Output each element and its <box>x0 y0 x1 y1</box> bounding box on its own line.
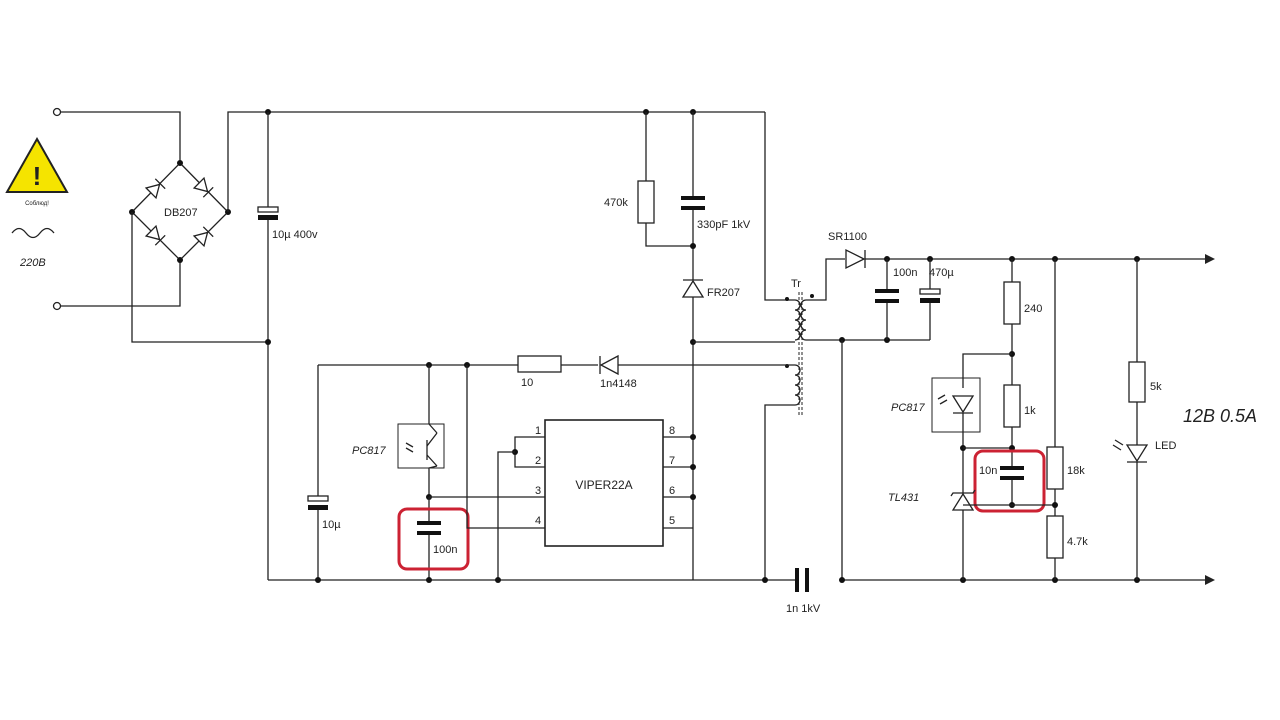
fb-cap-label: 100n <box>433 544 457 556</box>
output-cap2-label: 470µ <box>929 267 954 279</box>
y-cap-label: 1n 1kV <box>786 603 821 615</box>
svg-text:!: ! <box>33 161 42 191</box>
highlight-10n-cap <box>973 449 1046 513</box>
transformer <box>785 292 814 415</box>
ac-terminal-top <box>52 107 62 117</box>
aux-diode-label: 1n4148 <box>600 378 637 390</box>
ic-label: VIPER22A <box>575 478 632 492</box>
led-label: LED <box>1155 440 1176 452</box>
transformer-label: Tr <box>791 278 801 290</box>
r240-label: 240 <box>1024 303 1042 315</box>
output-cap1-label: 100n <box>893 267 917 279</box>
r4k7-label: 4.7k <box>1067 536 1088 548</box>
pin-2: 2 <box>535 455 541 467</box>
bridge-rectifier <box>129 160 231 263</box>
pin-8: 8 <box>669 425 675 437</box>
opto-primary-box <box>397 423 445 469</box>
ac-terminal-bottom <box>52 301 62 311</box>
pin-3: 3 <box>535 485 541 497</box>
bridge-label: DB207 <box>164 207 198 219</box>
ac-sine-icon <box>11 227 55 239</box>
pin-5: 5 <box>669 515 675 527</box>
warning-triangle-icon: ! <box>5 136 69 193</box>
output-diode-label: SR1100 <box>828 231 867 243</box>
pin-1: 1 <box>535 425 541 437</box>
warning-text: Cоблюд! <box>25 201 49 207</box>
opto-primary-label: PC817 <box>352 445 387 457</box>
bulk-cap-label: 10µ 400v <box>272 229 318 241</box>
highlight-fb-cap <box>397 507 470 571</box>
cap-10n-label: 10n <box>979 465 997 477</box>
pin-6: 6 <box>669 485 675 497</box>
opto-secondary-label: PC817 <box>891 402 926 414</box>
pin-4: 4 <box>535 515 541 527</box>
pin-7: 7 <box>669 455 675 467</box>
input-voltage-label: 220В <box>19 257 46 269</box>
aux-res-label: 10 <box>521 377 533 389</box>
tl431-label: TL431 <box>888 492 919 504</box>
snubber-cap-label: 330pF 1kV <box>697 219 751 231</box>
r5k-label: 5k <box>1150 381 1162 393</box>
r18k-label: 18k <box>1067 465 1085 477</box>
viper22a-ic <box>544 419 664 547</box>
output-spec-label: 12В 0.5А <box>1183 406 1257 426</box>
vdd-cap-label: 10µ <box>322 519 341 531</box>
opto-secondary-box <box>931 377 981 433</box>
snubber-res-label: 470k <box>604 197 628 209</box>
r1k-label: 1k <box>1024 405 1036 417</box>
snubber-diode-label: FR207 <box>707 287 740 299</box>
